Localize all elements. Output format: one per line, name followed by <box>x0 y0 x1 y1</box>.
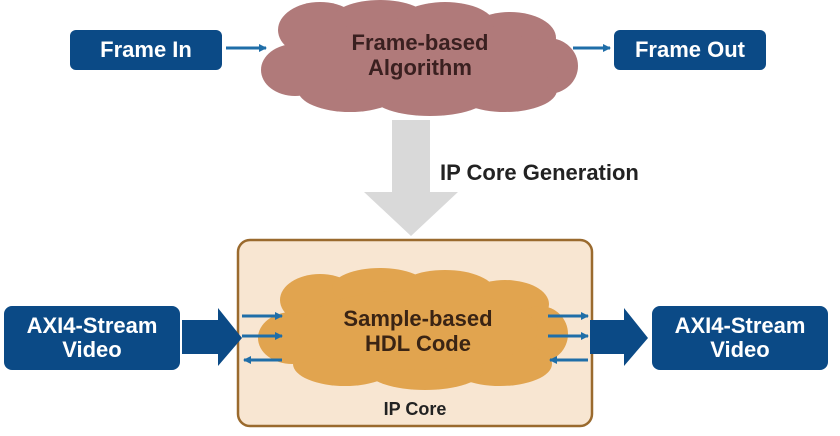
frame-algorithm-cloud <box>261 0 578 116</box>
frame-algorithm-label: Frame-based Algorithm <box>351 29 489 80</box>
stream-out-box: AXI4-Stream Video <box>652 306 828 370</box>
stream-out-label: AXI4-Stream Video <box>674 312 806 362</box>
generation-label: IP Core Generation <box>440 160 639 186</box>
stream-in-box: AXI4-Stream Video <box>4 306 180 370</box>
stream-out-arrow <box>590 308 648 366</box>
frame-out-box: Frame Out <box>614 30 766 70</box>
frame-in-box: Frame In <box>70 30 222 70</box>
frame-out-label: Frame Out <box>634 36 746 62</box>
stream-in-arrow <box>182 308 242 366</box>
frame-in-label: Frame In <box>100 36 192 62</box>
ip-core-label: IP Core <box>383 398 447 419</box>
stream-in-label: AXI4-Stream Video <box>26 312 158 362</box>
generation-arrow <box>364 120 458 236</box>
sample-code-cloud <box>258 268 568 390</box>
sample-code-label: Sample-based HDL Code <box>343 305 493 356</box>
